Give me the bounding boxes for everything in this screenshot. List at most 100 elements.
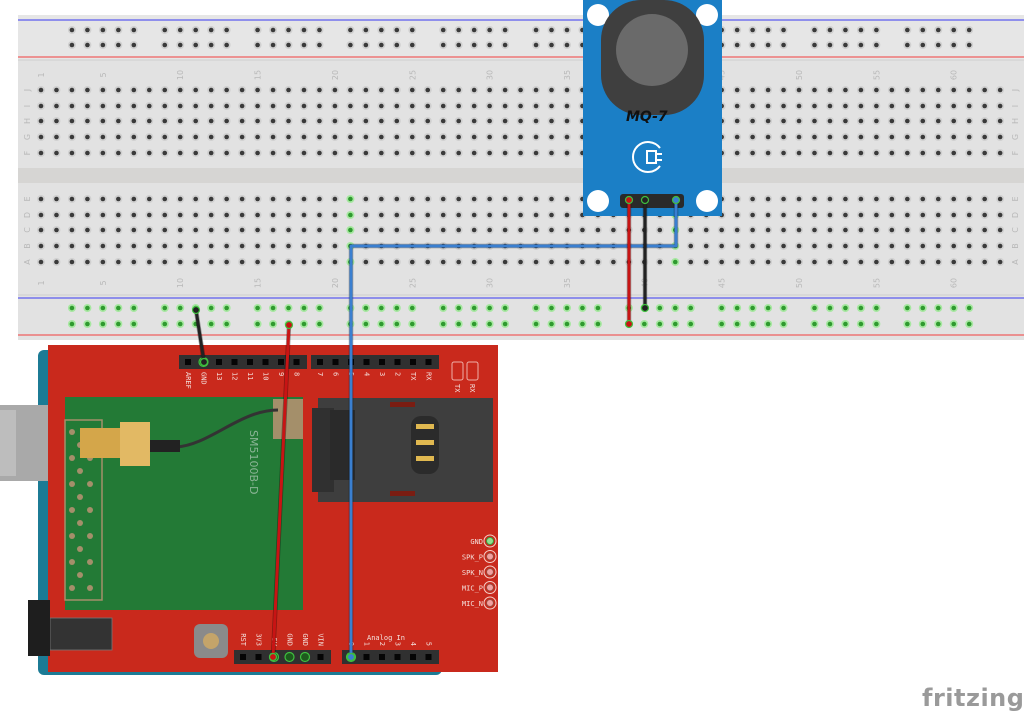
breadboard-hole[interactable] <box>315 211 324 219</box>
breadboard-hole[interactable] <box>887 133 896 141</box>
breadboard-hole[interactable] <box>532 86 541 94</box>
breadboard-hole[interactable] <box>439 258 448 266</box>
breadboard-hole[interactable] <box>377 304 386 312</box>
breadboard-hole[interactable] <box>764 304 773 312</box>
breadboard-hole[interactable] <box>764 242 773 250</box>
header-pin[interactable] <box>379 654 385 660</box>
breadboard-hole[interactable] <box>748 195 757 203</box>
breadboard-hole[interactable] <box>408 117 417 125</box>
breadboard-hole[interactable] <box>37 211 45 219</box>
breadboard-hole[interactable] <box>856 117 865 125</box>
breadboard-hole[interactable] <box>825 242 834 250</box>
breadboard-hole[interactable] <box>810 226 819 234</box>
breadboard-hole[interactable] <box>423 117 432 125</box>
breadboard-hole[interactable] <box>779 86 788 94</box>
breadboard-hole[interactable] <box>315 102 324 110</box>
breadboard-hole[interactable] <box>856 133 865 141</box>
breadboard-hole[interactable] <box>238 86 247 94</box>
breadboard-hole[interactable] <box>841 242 850 250</box>
breadboard-hole[interactable] <box>145 133 154 141</box>
breadboard-hole[interactable] <box>903 102 912 110</box>
breadboard-hole[interactable] <box>501 149 510 157</box>
breadboard-hole[interactable] <box>980 211 989 219</box>
breadboard-hole[interactable] <box>903 304 912 312</box>
header-pin[interactable] <box>363 359 370 365</box>
breadboard-hole[interactable] <box>532 320 541 328</box>
breadboard-hole[interactable] <box>83 242 92 250</box>
breadboard-hole[interactable] <box>733 133 742 141</box>
breadboard-hole[interactable] <box>965 320 974 328</box>
breadboard-hole[interactable] <box>83 211 92 219</box>
breadboard-hole[interactable] <box>748 320 757 328</box>
breadboard-hole[interactable] <box>191 117 200 125</box>
breadboard-hole[interactable] <box>810 320 819 328</box>
breadboard-hole[interactable] <box>918 117 927 125</box>
breadboard-hole[interactable] <box>361 26 370 34</box>
breadboard-hole[interactable] <box>129 117 138 125</box>
breadboard-hole[interactable] <box>733 304 742 312</box>
breadboard-hole[interactable] <box>160 242 169 250</box>
breadboard-hole[interactable] <box>160 86 169 94</box>
header-pin[interactable] <box>299 651 311 663</box>
breadboard-hole[interactable] <box>949 195 958 203</box>
wire-end[interactable] <box>640 303 650 313</box>
breadboard-hole[interactable] <box>686 258 695 266</box>
breadboard-hole[interactable] <box>965 117 974 125</box>
breadboard-hole[interactable] <box>795 242 804 250</box>
breadboard-hole[interactable] <box>222 133 231 141</box>
breadboard-hole[interactable] <box>470 211 479 219</box>
breadboard-hole[interactable] <box>501 258 510 266</box>
breadboard-hole[interactable] <box>965 195 974 203</box>
breadboard-hole[interactable] <box>934 226 943 234</box>
breadboard-hole[interactable] <box>593 304 602 312</box>
wire-end[interactable] <box>284 320 294 330</box>
breadboard-hole[interactable] <box>825 211 834 219</box>
breadboard-hole[interactable] <box>887 86 896 94</box>
breadboard-hole[interactable] <box>532 226 541 234</box>
breadboard-hole[interactable] <box>532 102 541 110</box>
breadboard-hole[interactable] <box>996 258 1005 266</box>
breadboard-hole[interactable] <box>872 195 881 203</box>
breadboard-hole[interactable] <box>918 242 927 250</box>
breadboard-hole[interactable] <box>485 41 494 49</box>
breadboard-hole[interactable] <box>547 226 556 234</box>
breadboard-hole[interactable] <box>83 117 92 125</box>
breadboard-hole[interactable] <box>454 226 463 234</box>
breadboard-hole[interactable] <box>207 41 216 49</box>
breadboard-hole[interactable] <box>299 26 308 34</box>
breadboard-hole[interactable] <box>361 86 370 94</box>
breadboard-hole[interactable] <box>207 242 216 250</box>
breadboard-hole[interactable] <box>222 149 231 157</box>
breadboard-hole[interactable] <box>764 117 773 125</box>
breadboard-hole[interactable] <box>903 117 912 125</box>
breadboard-hole[interactable] <box>779 117 788 125</box>
breadboard-hole[interactable] <box>485 86 494 94</box>
breadboard-hole[interactable] <box>67 149 76 157</box>
breadboard-hole[interactable] <box>98 86 107 94</box>
breadboard-hole[interactable] <box>222 26 231 34</box>
breadboard-hole[interactable] <box>856 149 865 157</box>
breadboard-hole[interactable] <box>872 258 881 266</box>
breadboard-hole[interactable] <box>83 304 92 312</box>
breadboard-hole[interactable] <box>176 133 185 141</box>
breadboard-hole[interactable] <box>176 102 185 110</box>
breadboard-hole[interactable] <box>547 117 556 125</box>
breadboard-hole[interactable] <box>717 320 726 328</box>
breadboard-hole[interactable] <box>377 195 386 203</box>
breadboard-hole[interactable] <box>887 149 896 157</box>
breadboard-hole[interactable] <box>392 258 401 266</box>
breadboard-hole[interactable] <box>439 149 448 157</box>
header-pin[interactable] <box>216 359 222 365</box>
breadboard-hole[interactable] <box>779 195 788 203</box>
breadboard-hole[interactable] <box>872 26 881 34</box>
breadboard-hole[interactable] <box>454 86 463 94</box>
breadboard-hole[interactable] <box>779 258 788 266</box>
breadboard-hole[interactable] <box>315 149 324 157</box>
breadboard-hole[interactable] <box>67 41 76 49</box>
breadboard-hole[interactable] <box>377 102 386 110</box>
breadboard-hole[interactable] <box>516 226 525 234</box>
breadboard-hole[interactable] <box>779 133 788 141</box>
breadboard-hole[interactable] <box>269 102 278 110</box>
breadboard-hole[interactable] <box>37 258 45 266</box>
breadboard-hole[interactable] <box>129 41 138 49</box>
